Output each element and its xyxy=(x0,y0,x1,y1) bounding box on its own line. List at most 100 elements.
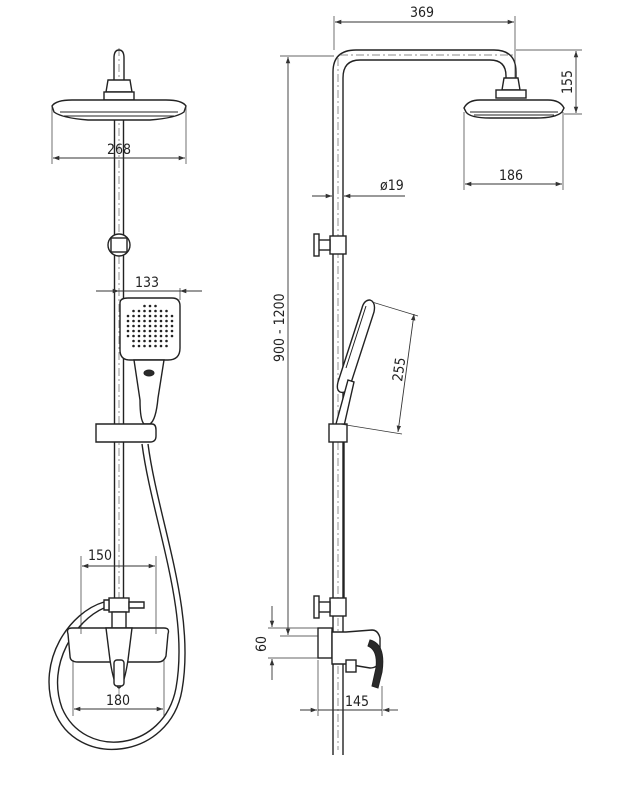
side-mixer-spout xyxy=(345,659,357,673)
side-dimensions: 369 155 186 ø19 900 - 1200 255 60 145 xyxy=(254,5,582,716)
dim-mixer-depth: 145 xyxy=(345,694,369,710)
nozzle-dot xyxy=(165,314,168,318)
dim-arm-reach: 369 xyxy=(410,5,434,21)
front-head-connector xyxy=(105,79,133,93)
dim-255-ext-bottom xyxy=(339,423,403,435)
nozzle-dot xyxy=(143,309,146,313)
side-head-rim-lines xyxy=(470,111,558,116)
nozzle-dot xyxy=(132,314,135,318)
front-diverter-knob xyxy=(128,601,145,609)
dim-hand-shower-length: 255 xyxy=(390,357,409,383)
nozzle-dot xyxy=(132,339,135,343)
nozzle-dot xyxy=(137,344,141,348)
nozzle-dot xyxy=(159,339,163,343)
nozzle-dot xyxy=(159,309,163,313)
nozzle-dot xyxy=(143,319,146,323)
nozzle-dot xyxy=(154,314,157,318)
side-mixer-wall-plate xyxy=(317,627,333,659)
nozzle-dot xyxy=(137,334,141,338)
nozzle-dot xyxy=(159,324,163,328)
nozzle-dot xyxy=(165,319,168,323)
nozzle-dot xyxy=(159,344,163,348)
nozzle-dot xyxy=(154,334,157,338)
front-hand-shower-button xyxy=(143,369,155,377)
side-hand-shower-face-line xyxy=(345,305,367,369)
nozzle-dot xyxy=(143,344,146,348)
front-hose-outer xyxy=(48,443,186,751)
nozzle-dot xyxy=(148,324,152,328)
side-overhead-shower-head xyxy=(463,99,565,119)
nozzle-dot xyxy=(143,334,146,338)
nozzle-dot xyxy=(154,319,157,323)
nozzle-dot xyxy=(159,334,163,338)
front-mixer-spout xyxy=(113,659,125,687)
front-hose-inner xyxy=(56,443,180,743)
nozzle-dot xyxy=(132,319,135,323)
side-view xyxy=(313,49,565,755)
nozzle-dot xyxy=(148,334,152,338)
dim-255-ext-top xyxy=(371,301,419,317)
nozzle-dot xyxy=(165,344,168,348)
nozzle-dot xyxy=(132,329,135,333)
side-lower-bracket-clamp xyxy=(329,597,347,617)
nozzle-dot xyxy=(132,334,135,338)
nozzle-dot xyxy=(126,314,130,318)
nozzle-dot xyxy=(143,339,146,343)
front-hand-shower-face xyxy=(119,297,181,361)
dim-head-width-front: 268 xyxy=(107,142,131,158)
nozzle-dot xyxy=(148,309,152,313)
nozzle-dot xyxy=(154,324,157,328)
nozzle-dot xyxy=(159,329,163,333)
front-mixer-lever xyxy=(105,627,133,689)
nozzle-dot xyxy=(170,334,174,338)
front-mixer-connector xyxy=(111,611,127,629)
dim-head-width-side: 186 xyxy=(499,168,523,184)
nozzle-dot xyxy=(126,334,130,338)
nozzle-dot xyxy=(165,339,168,343)
nozzle-dot xyxy=(148,319,152,323)
nozzle-dot xyxy=(165,334,168,338)
nozzle-dot xyxy=(170,314,174,318)
front-dimensions: 268 133 150 180 xyxy=(51,106,202,716)
front-hose-outlet xyxy=(103,599,110,611)
front-view xyxy=(48,48,187,751)
nozzle-dot xyxy=(170,319,174,323)
nozzle-dot xyxy=(165,324,168,328)
nozzle-dot xyxy=(165,329,168,333)
front-diverter-body xyxy=(108,597,130,613)
nozzle-dot xyxy=(154,329,157,333)
side-pipe-inner xyxy=(342,59,507,755)
nozzle-dot xyxy=(165,309,168,313)
nozzle-dot xyxy=(143,304,146,308)
front-bracket-clamp xyxy=(110,237,128,253)
nozzle-dot xyxy=(170,329,174,333)
dim-pipe-diameter: ø19 xyxy=(380,178,404,194)
side-hand-shower-head xyxy=(336,299,376,394)
front-head-rim-lines xyxy=(60,111,178,117)
nozzle-dot xyxy=(159,314,163,318)
nozzle-dot xyxy=(132,324,135,328)
nozzle-dot xyxy=(137,324,141,328)
nozzle-dot xyxy=(132,309,135,313)
front-slider-holder xyxy=(95,423,157,443)
side-head-ball-joint xyxy=(495,89,527,99)
front-overhead-shower-head xyxy=(51,99,187,121)
dim-hand-shower-width: 133 xyxy=(135,275,159,291)
nozzle-dot xyxy=(154,309,157,313)
side-mixer-lever xyxy=(367,639,384,689)
side-lower-bracket-arm xyxy=(317,601,331,613)
front-pipe-top-cap xyxy=(113,49,125,80)
dim-255-line xyxy=(396,313,416,433)
dim-head-drop: 155 xyxy=(560,70,576,94)
side-upper-wall-plate xyxy=(313,233,320,257)
nozzle-dot xyxy=(143,324,146,328)
nozzle-dot xyxy=(159,319,163,323)
nozzle-dot xyxy=(137,314,141,318)
nozzle-dot xyxy=(137,329,141,333)
side-lower-wall-plate xyxy=(313,595,320,619)
nozzle-dot xyxy=(143,329,146,333)
nozzle-dot xyxy=(154,304,157,308)
nozzle-dot xyxy=(126,319,130,323)
